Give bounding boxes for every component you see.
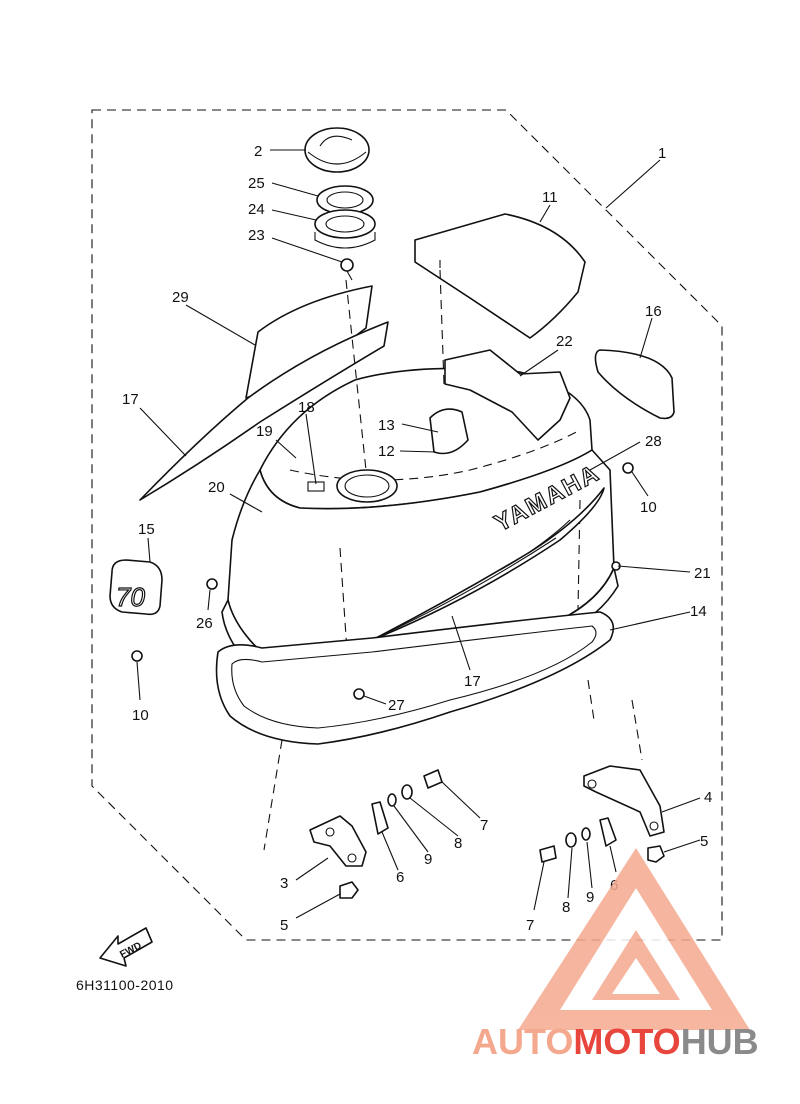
part-washer-8a [401,784,413,800]
callout-17-bottom: 17 [464,673,481,690]
part-washer-9b [581,827,591,841]
callout-22: 22 [556,333,573,350]
part-bolt-7b [539,845,557,863]
callout-11: 11 [542,189,558,206]
callouts: 1 2 25 24 23 11 29 16 22 17 18 19 13 12 … [122,143,712,934]
part-grommet-27 [353,688,365,700]
callout-8-left: 8 [454,835,462,852]
part-nut-5a [339,881,359,899]
part-hinge-right [599,817,617,847]
callout-1: 1 [658,145,666,162]
callout-10-right: 10 [640,499,657,516]
callout-8-right: 8 [562,899,570,916]
callout-17-top: 17 [122,391,139,408]
watermark-text-hub: HUB [681,1021,759,1062]
part-pad [594,349,675,420]
part-bracket-left [309,815,367,867]
watermark-logo [518,848,750,1030]
callout-14: 14 [690,603,707,620]
callout-13: 13 [378,417,395,434]
part-hinge-left [371,801,389,835]
part-top-cover [414,213,586,339]
callout-23: 23 [248,227,265,244]
decal-number-text: 70 [116,582,145,612]
callout-7-right: 7 [526,917,534,934]
callout-28: 28 [645,433,662,450]
callout-27: 27 [388,697,405,714]
callout-18: 18 [298,399,315,416]
part-eyelet [340,258,354,281]
watermark-text-moto: MOTO [573,1021,680,1062]
callout-29: 29 [172,289,189,306]
callout-4: 4 [704,789,712,806]
leader-lines [136,149,701,919]
part-ring [316,185,374,215]
callout-12: 12 [378,443,395,460]
callout-24: 24 [248,201,265,218]
part-stripe-decals [139,285,389,501]
assembly-boundary [91,109,723,941]
fwd-arrow-icon: FWD [99,927,153,967]
part-seal-ring [215,611,615,745]
part-bracket-right [583,765,665,837]
watermark-text: AUTOMOTOHUB [472,1021,759,1062]
callout-15: 15 [138,521,155,538]
part-bolt-7a [423,769,443,789]
callout-16: 16 [645,303,662,320]
part-washer-8b [565,832,577,848]
callout-9-right: 9 [586,889,594,906]
part-collar [314,209,376,249]
callout-2: 2 [254,143,262,160]
callout-19: 19 [256,423,273,440]
part-cap [304,127,370,173]
callout-5-right: 5 [700,833,708,850]
part-rivet-10-right [622,462,634,474]
callout-5-left: 5 [280,917,288,934]
callout-6-left: 6 [396,869,404,886]
callout-21: 21 [694,565,711,582]
callout-3: 3 [280,875,288,892]
diagram-code: 6H31100-2010 [76,977,174,993]
callout-26: 26 [196,615,213,632]
callout-7-left: 7 [480,817,488,834]
callout-20: 20 [208,479,225,496]
part-washer-9a [387,793,397,807]
callout-9-left: 9 [424,851,432,868]
part-grommet-26 [206,578,218,590]
callout-25: 25 [248,175,265,192]
part-rivet-10-left [131,650,143,662]
watermark-triangle-center-icon [612,958,660,994]
watermark-text-auto: AUTO [472,1021,573,1062]
callout-10-left: 10 [132,707,149,724]
part-nut-5b [647,845,665,863]
part-decal-badge: 70 [109,559,163,616]
